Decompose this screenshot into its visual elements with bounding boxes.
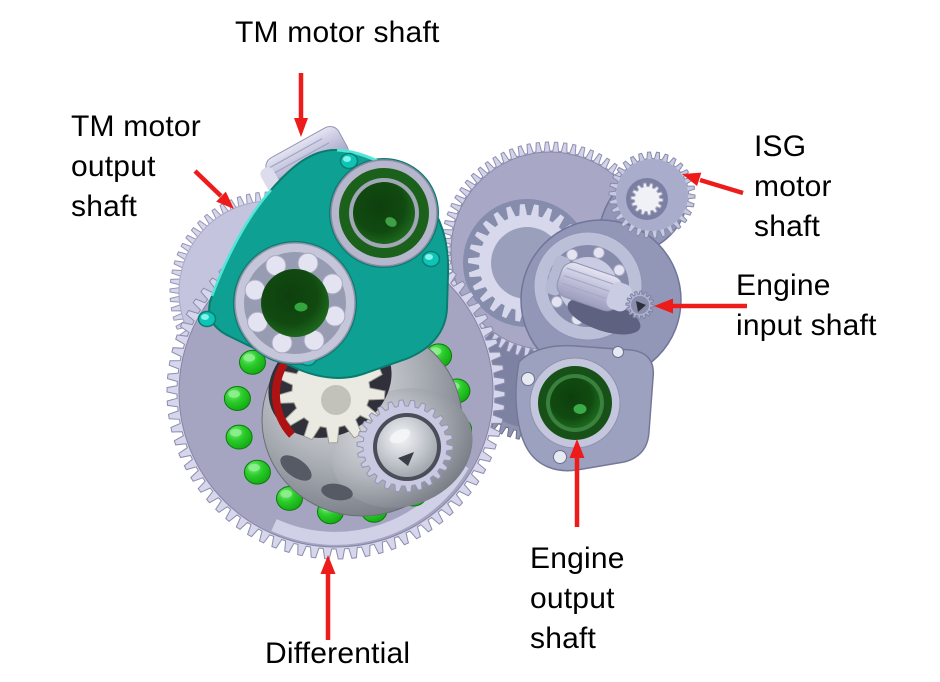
label-differential: Differential: [265, 637, 411, 670]
lower-bearing-disc: [261, 269, 329, 337]
arrow-head: [654, 298, 673, 314]
upper-bearing-disc: [353, 182, 415, 244]
input-shaft-body: [545, 255, 632, 312]
bearing-ball: [613, 264, 626, 277]
housing-slot-2: [321, 483, 353, 501]
arrow-tm-motor-output-shaft: [193, 169, 234, 209]
cyan-bolt-glint: [343, 156, 351, 162]
bevel-gear-center: [321, 385, 351, 415]
housing-ear-hole-1: [521, 372, 535, 386]
engine-output-bearing: [529, 357, 621, 449]
green-bolt-glint: [229, 428, 242, 437]
input-shaft-notch: [636, 301, 646, 312]
upper-bearing-glint: [385, 217, 397, 227]
arrow-isg-motor-shaft: [682, 172, 744, 196]
arrow-line: [699, 177, 744, 196]
label-engine-input-shaft: Engine input shaft: [736, 269, 877, 342]
tm-upper-bearing: [330, 159, 438, 267]
arrow-head: [682, 172, 702, 186]
green-bolt: [223, 386, 251, 411]
arrow-head: [320, 555, 336, 574]
bracket-bolt-3: [197, 310, 217, 328]
housing-ear-hole-3: [612, 346, 624, 358]
axle-notch: [398, 452, 414, 466]
bearing-ball: [566, 248, 579, 261]
green-bolt-glint: [248, 463, 260, 472]
arrow-head: [294, 118, 308, 137]
cyan-bolt-glint: [201, 314, 209, 320]
housing-ear-hole-2: [553, 450, 567, 464]
arrow-head: [216, 191, 234, 209]
isg-gear: [608, 151, 696, 239]
tm-lower-bearing: [234, 242, 356, 364]
lower-bearing-glint: [294, 302, 308, 312]
label-tm-motor-output-shaft: TM motor output shaft: [71, 110, 201, 223]
bracket-bolt-1: [339, 152, 359, 170]
green-bolt: [243, 459, 271, 485]
arrow-engine-input-shaft: [654, 298, 747, 314]
arrow-tm-motor-shaft: [294, 73, 308, 137]
bearing-ball: [550, 295, 563, 308]
arrow-head: [569, 439, 585, 458]
green-bolt-glint: [243, 353, 256, 362]
axle-glint: [389, 428, 411, 444]
housing-slot-1: [280, 455, 312, 481]
input-shaft-collar: [545, 255, 571, 296]
arrow-line: [193, 169, 223, 198]
green-bolt: [225, 424, 253, 450]
spline-line: [272, 142, 330, 175]
gasket-red-arc: [271, 355, 296, 438]
spline-line: [566, 267, 620, 287]
bracket-edge-highlight-left: [210, 189, 272, 297]
green-bolt-glint: [228, 390, 240, 398]
output-bearing-glint: [573, 404, 587, 414]
bearing-ball: [592, 246, 605, 259]
spline-line: [269, 138, 323, 169]
label-tm-motor-shaft: TM motor shaft: [235, 16, 440, 49]
isg-gear-spline-hole: [630, 182, 664, 216]
green-bolt-glint: [280, 490, 293, 498]
output-bearing-disc: [550, 378, 600, 428]
axle-bore: [377, 417, 437, 477]
label-engine-output-shaft: Engine output shaft: [530, 542, 625, 655]
arrow-engine-output-shaft: [569, 439, 585, 527]
engine-input-shaft: [545, 255, 655, 335]
cyan-bolt-glint: [425, 254, 433, 260]
input-shaft-shadow: [567, 297, 641, 335]
bracket-bolt-2: [421, 250, 441, 268]
label-isg-motor-shaft: ISG motor shaft: [754, 130, 832, 243]
arrow-differential: [320, 555, 336, 640]
